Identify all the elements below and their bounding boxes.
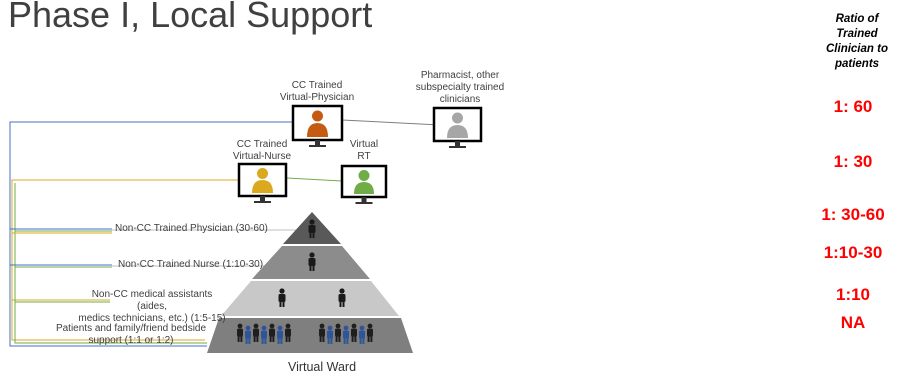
person-icon xyxy=(308,219,316,238)
patient-icon xyxy=(359,325,365,344)
patient-icon xyxy=(237,323,243,342)
role-label-line: CC Trained xyxy=(236,139,288,150)
patient-icon xyxy=(319,323,325,342)
rt-monitor xyxy=(340,164,388,204)
virtual-ward-label: Virtual Ward xyxy=(287,360,357,374)
physician-avatar-icon xyxy=(312,110,323,122)
pharmacist-avatar-icon xyxy=(452,112,463,124)
ratio-physician: 1: 60 xyxy=(833,97,873,116)
nurse-monitor xyxy=(237,162,288,203)
patient-icon xyxy=(367,323,373,342)
ratio-header-line: Clinician to xyxy=(826,43,888,55)
pyramid-tier-3 xyxy=(221,281,399,316)
ratio-header-line: patients xyxy=(834,58,880,70)
role-label-line: clinicians xyxy=(439,94,481,105)
rt-avatar-icon xyxy=(358,170,370,181)
person-icon xyxy=(338,288,346,307)
tier-label-line: Non-CC medical assistants (aides, xyxy=(91,289,213,312)
patient-icon xyxy=(285,323,291,342)
person-icon xyxy=(308,252,316,271)
pyramid-people xyxy=(278,219,346,307)
patient-icon xyxy=(245,325,251,344)
pharmacist-link-line xyxy=(341,119,441,126)
patient-icon xyxy=(335,323,341,342)
ratio-patients: NA xyxy=(840,313,866,332)
role-label-line: Virtual-Physician xyxy=(279,92,355,103)
nurse-rt-link-line xyxy=(286,177,343,182)
role-label-line: RT xyxy=(357,151,371,162)
pharmacist-monitor xyxy=(432,106,483,148)
role-label-line: Virtual xyxy=(349,139,379,150)
pyramid xyxy=(207,212,413,353)
person-icon xyxy=(278,288,286,307)
patient-icon xyxy=(351,323,357,342)
tier-label-line: medics technicians, etc.) (1:5-15) xyxy=(78,313,226,324)
tier-nurse-label: Non-CC Trained Nurse (1:10-30) xyxy=(118,259,264,270)
ratio-non-cc-nurse: 1:10-30 xyxy=(823,243,883,262)
tier-patients-label: Patients and family/friend bedside suppo… xyxy=(46,323,216,347)
ratio-non-cc-physician: 1: 30-60 xyxy=(821,205,885,224)
tier-assistants-label: Non-CC medical assistants (aides, medics… xyxy=(77,289,227,325)
ratio-header-line: Ratio of xyxy=(835,13,879,25)
pharmacist-role-label: Pharmacist, other subspecialty trained c… xyxy=(405,70,515,106)
rt-link-line xyxy=(14,183,207,344)
patient-icon xyxy=(253,323,259,342)
ratio-column-header: Ratio of Trained Clinician to patients xyxy=(812,12,902,72)
role-label-line: Virtual-Nurse xyxy=(232,151,292,162)
physician-monitor xyxy=(291,104,344,147)
patient-icon xyxy=(277,325,283,344)
patient-group xyxy=(237,323,373,344)
role-label-line: CC Trained xyxy=(291,80,343,91)
ratio-assistants: 1:10 xyxy=(835,285,871,304)
ratio-header-line: Trained xyxy=(836,28,878,40)
patient-icon xyxy=(269,323,275,342)
physician-role-label: CC Trained Virtual-Physician xyxy=(262,80,372,104)
role-label-line: Pharmacist, other xyxy=(420,70,500,81)
tier-label-line: support (1:1 or 1:2) xyxy=(88,335,174,346)
patient-icon xyxy=(327,325,333,344)
ratio-nurse: 1: 30 xyxy=(833,152,873,171)
patient-icon xyxy=(343,325,349,344)
connector-lines xyxy=(9,119,441,347)
physician-link-line xyxy=(9,121,293,347)
nurse-avatar-icon xyxy=(257,168,268,179)
rt-role-label: Virtual RT xyxy=(334,139,394,163)
page-title: Phase I, Local Support xyxy=(8,0,373,35)
tier-label-line: Patients and family/friend bedside xyxy=(55,323,207,334)
patient-icon xyxy=(261,325,267,344)
role-label-line: subspecialty trained xyxy=(415,82,505,93)
nurse-link-line xyxy=(11,179,241,341)
nurse-role-label: CC Trained Virtual-Nurse xyxy=(212,139,312,163)
tier-physician-label: Non-CC Trained Physician (30-60) xyxy=(115,223,268,234)
